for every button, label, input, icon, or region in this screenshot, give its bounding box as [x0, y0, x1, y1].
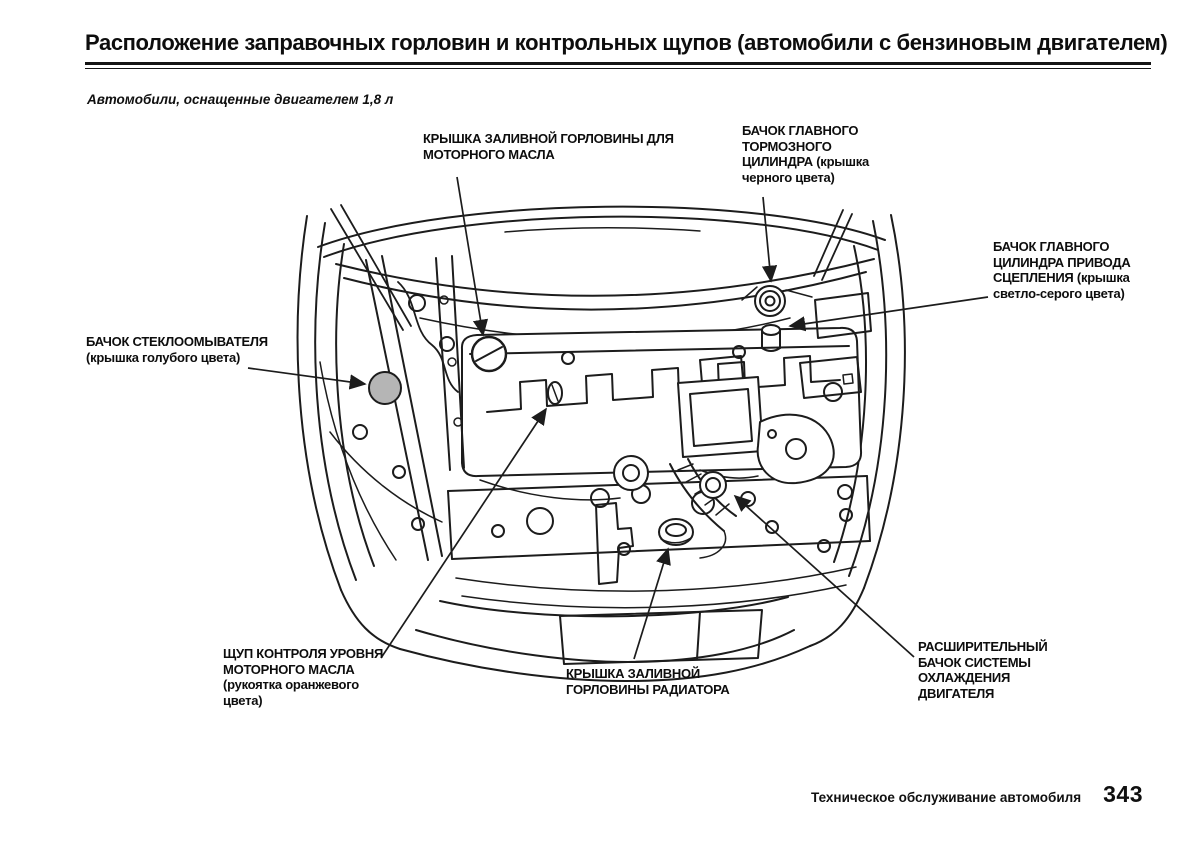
left-fender — [296, 215, 443, 650]
callout-brake-reservoir: БАЧОК ГЛАВНОГО ТОРМОЗНОГО ЦИЛИНДРА (крыш… — [742, 123, 869, 185]
callout-washer-reservoir: БАЧОК СТЕКЛООМЫВАТЕЛЯ (крышка голубого ц… — [86, 334, 268, 365]
leader-washer-reservoir — [247, 367, 367, 390]
clutch-reservoir-cap — [761, 324, 781, 336]
leader-clutch-reservoir — [788, 296, 989, 332]
hood-and-cowl — [317, 205, 886, 341]
callout-clutch-reservoir: БАЧОК ГЛАВНОГО ЦИЛИНДРА ПРИВОДА СЦЕПЛЕНИ… — [993, 239, 1131, 301]
callout-oil-dipstick: ЩУП КОНТРОЛЯ УРОВНЯ МОТОРНОГО МАСЛА (рук… — [223, 646, 384, 708]
expansion-tank-cap — [699, 471, 727, 499]
washer-reservoir-cap — [368, 371, 402, 405]
leader-oil-dipstick — [380, 407, 547, 659]
footer-section-title: Техническое обслуживание автомобиля — [811, 790, 1082, 805]
leader-oil-filler-cap — [456, 176, 489, 337]
radiator-support — [447, 475, 871, 609]
leader-brake-reservoir — [761, 196, 778, 283]
callout-radiator-cap: КРЫШКА ЗАЛИВНОЙ ГОРЛОВИНЫ РАДИАТОРА — [566, 666, 730, 697]
leader-radiator-cap — [633, 547, 671, 660]
brake-clutch-reservoirs — [741, 285, 813, 352]
title-rule — [85, 62, 1151, 69]
right-components — [669, 292, 872, 559]
page-title: Расположение заправочных горловин и конт… — [85, 30, 1168, 55]
page-footer: Техническое обслуживание автомобиля 343 — [811, 781, 1143, 808]
callout-leader-lines — [247, 176, 989, 660]
engine-variant-subtitle: Автомобили, оснащенные двигателем 1,8 л — [87, 92, 394, 107]
leader-expansion-tank — [733, 494, 915, 658]
service-points — [470, 335, 694, 546]
callout-expansion-tank: РАСШИРИТЕЛЬНЫЙ БАЧОК СИСТЕМЫ ОХЛАЖДЕНИЯ … — [918, 639, 1048, 701]
callout-oil-filler-cap: КРЫШКА ЗАЛИВНОЙ ГОРЛОВИНЫ ДЛЯ МОТОРНОГО … — [423, 131, 674, 162]
front-bumper — [399, 596, 811, 682]
left-middle-details — [368, 255, 465, 471]
radiator-cap-mark — [658, 518, 694, 546]
page-number: 343 — [1103, 781, 1143, 807]
